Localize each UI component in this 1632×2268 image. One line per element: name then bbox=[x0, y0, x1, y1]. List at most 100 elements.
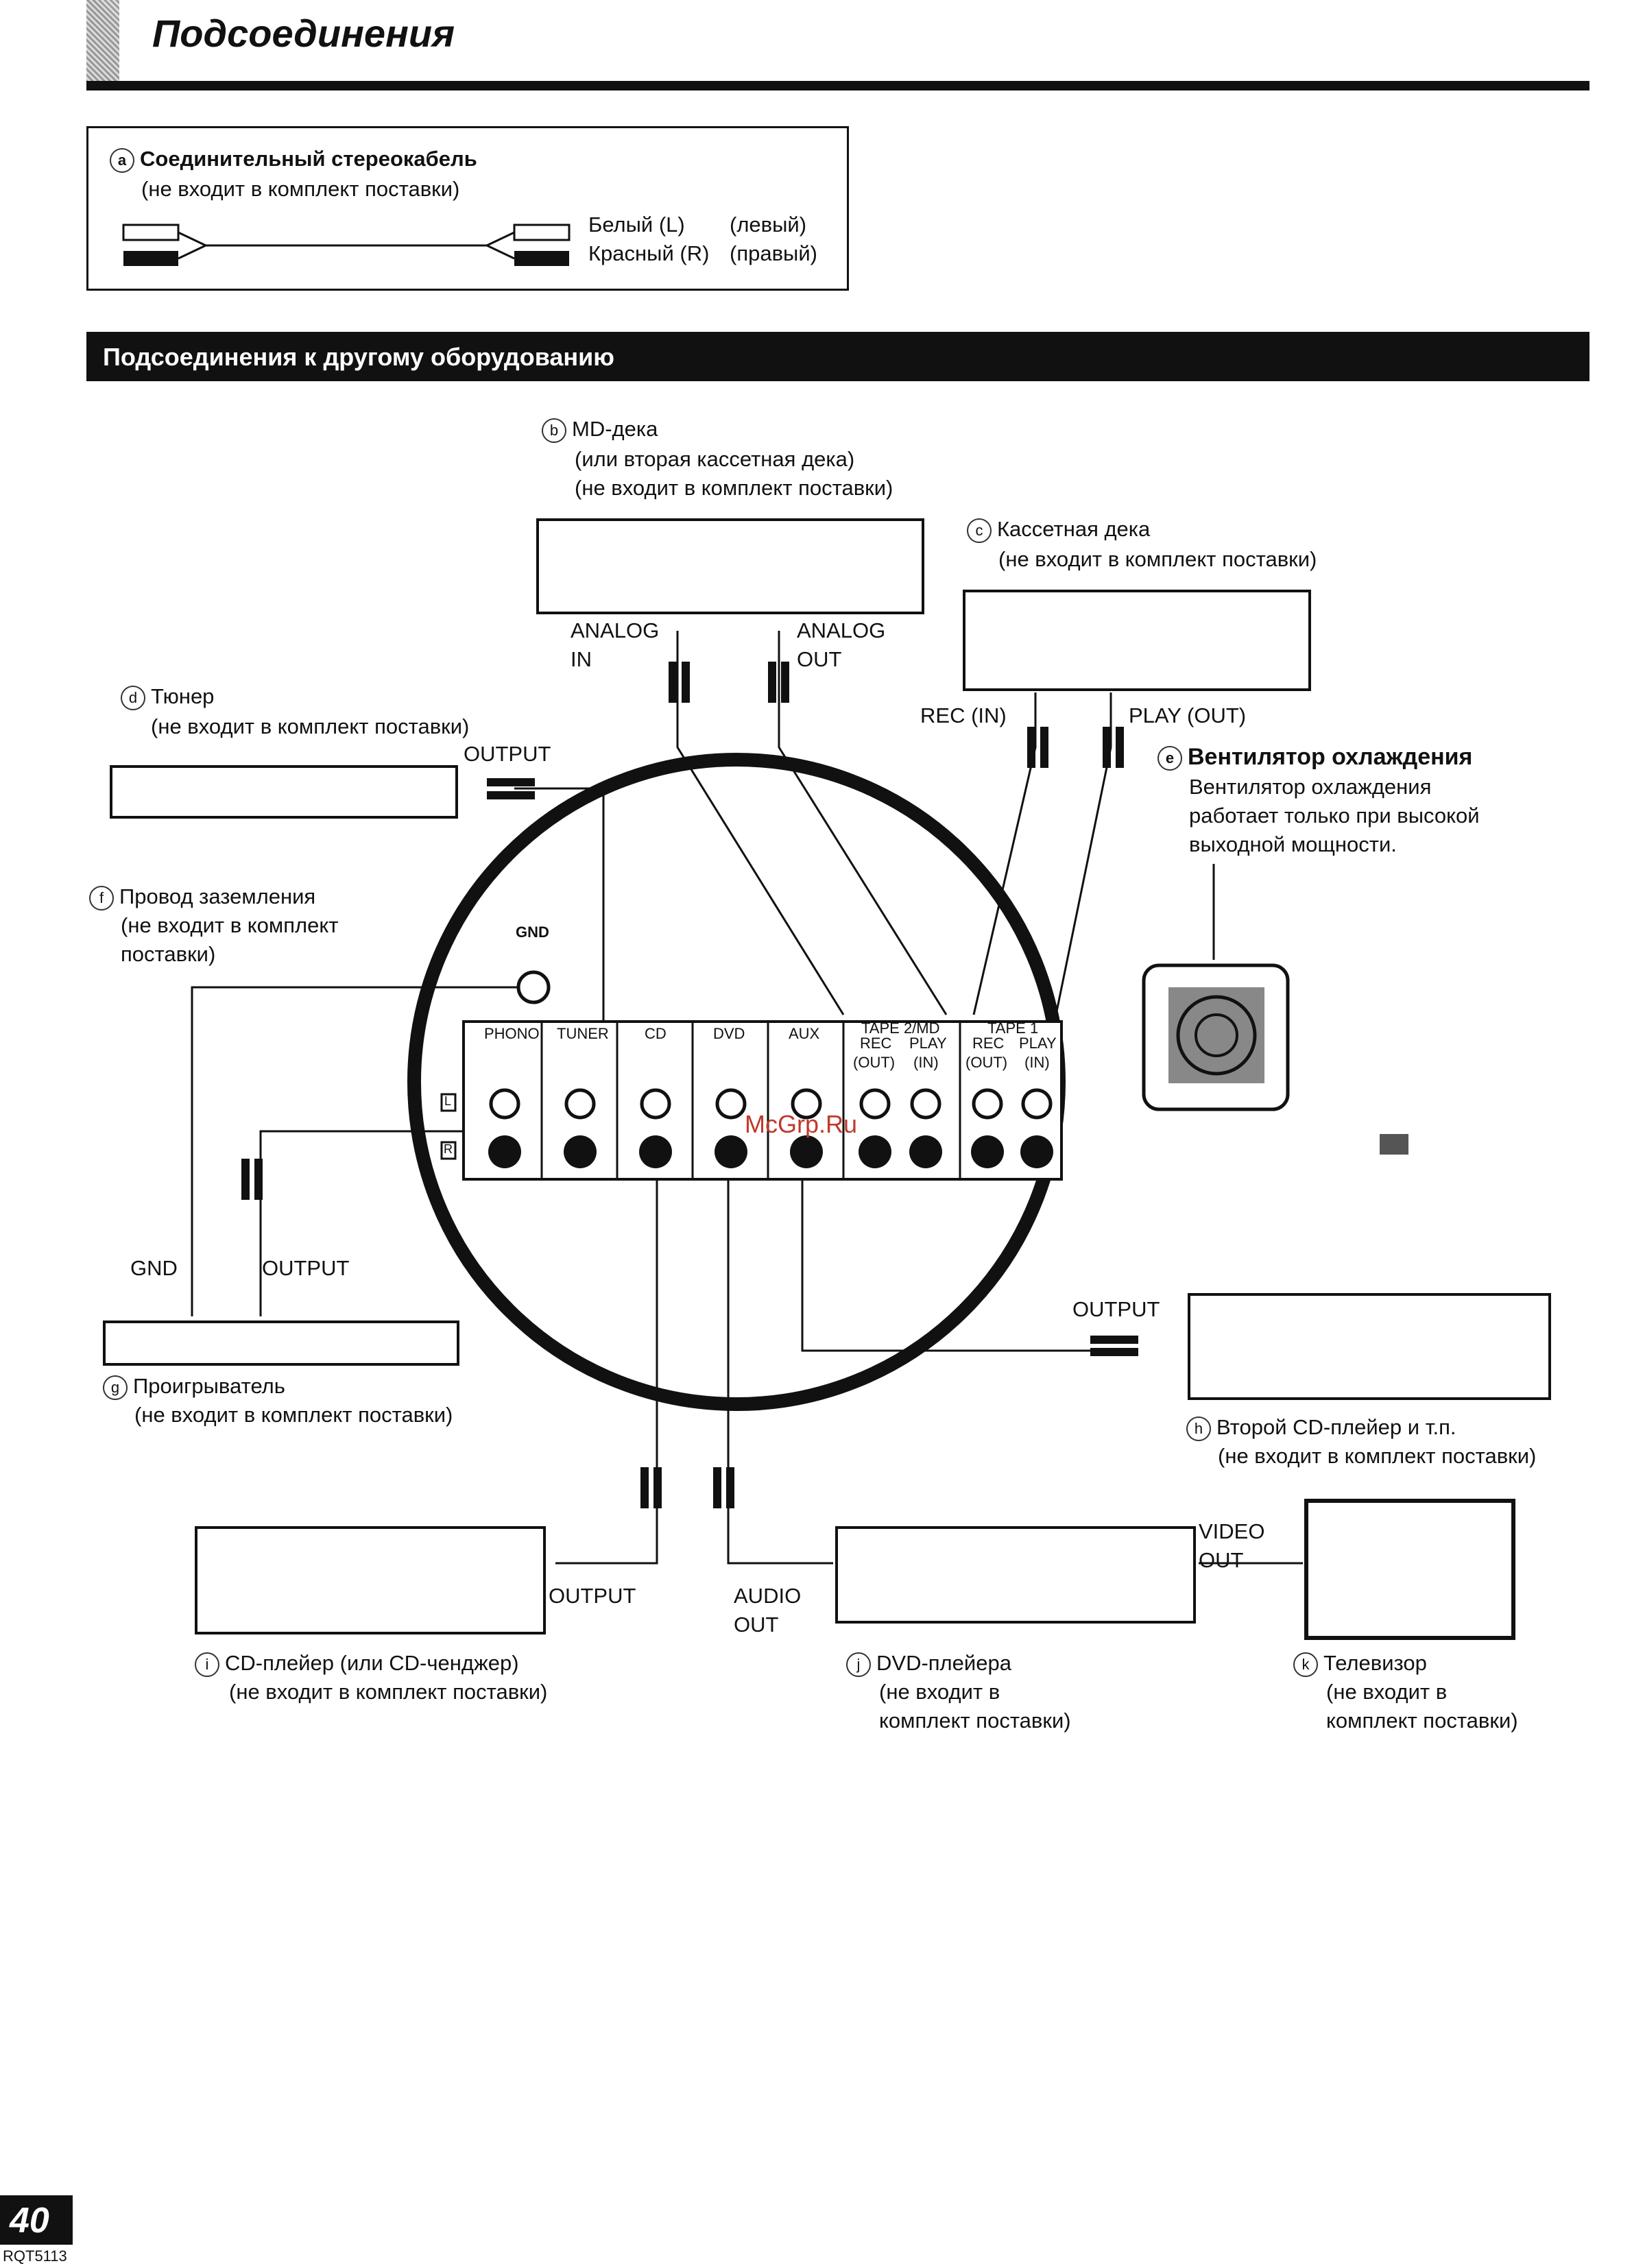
page-title: Подсоединения bbox=[152, 12, 455, 55]
dvd-device bbox=[835, 1526, 1196, 1624]
letter-badge: b bbox=[542, 418, 566, 443]
analog-in-1: ANALOG bbox=[571, 618, 660, 642]
panel-in-2: (IN) bbox=[913, 1054, 939, 1071]
section-bar bbox=[86, 332, 1589, 381]
fan-desc-2: работает только при высокой bbox=[1189, 804, 1480, 828]
letter-badge: j bbox=[846, 1652, 871, 1677]
letter-badge: f bbox=[89, 885, 114, 910]
ground-note-2: поставки) bbox=[121, 942, 216, 966]
tv-name: Телевизор bbox=[1323, 1651, 1427, 1675]
white-side: (левый) bbox=[730, 213, 807, 237]
play-out-label: PLAY (OUT) bbox=[1129, 703, 1247, 727]
cable-note: (не входит в комплект поставки) bbox=[141, 177, 460, 201]
panel-gnd: GND bbox=[516, 924, 549, 941]
md-deck-note: (не входит в комплект поставки) bbox=[575, 476, 893, 500]
dvd-note-2: комплект поставки) bbox=[879, 1709, 1071, 1733]
tuner-device bbox=[110, 765, 458, 819]
letter-badge: e bbox=[1157, 746, 1182, 771]
cassette-name: Кассетная дека bbox=[997, 517, 1151, 541]
letter-badge: g bbox=[103, 1375, 128, 1400]
letter-badge: a bbox=[110, 147, 134, 173]
letter-badge: h bbox=[1186, 1416, 1211, 1441]
rec-in-label: REC (IN) bbox=[920, 703, 1007, 727]
cd-output-label: OUTPUT bbox=[549, 1584, 636, 1608]
white-label: Белый (L) bbox=[588, 213, 685, 237]
ground-note-1: (не входит в комплект bbox=[121, 913, 339, 937]
ground-name: Провод заземления bbox=[119, 884, 316, 908]
dvd-note-1: (не входит в bbox=[879, 1680, 1000, 1704]
letter-badge: i bbox=[195, 1652, 219, 1677]
page-number-box bbox=[0, 2195, 73, 2245]
tuner-output-label: OUTPUT bbox=[464, 742, 551, 766]
tt-output-label: OUTPUT bbox=[262, 1256, 350, 1280]
watermark: McGrp.Ru bbox=[745, 1110, 858, 1138]
panel-play-1: PLAY bbox=[1019, 1035, 1057, 1052]
cd2-note: (не входит в комплект поставки) bbox=[1218, 1444, 1537, 1468]
panel-tape1: TAPE 1 bbox=[987, 1020, 1039, 1037]
analog-out-2: OUT bbox=[797, 647, 842, 671]
panel-rec-2: REC bbox=[860, 1035, 892, 1052]
turntable-note: (не входит в комплект поставки) bbox=[134, 1403, 453, 1427]
analog-in-2: IN bbox=[571, 647, 592, 671]
doc-code: RQT5113 bbox=[3, 2247, 67, 2265]
tv-note-1: (не входит в bbox=[1326, 1680, 1448, 1704]
tuner-name: Тюнер bbox=[151, 684, 215, 708]
tv-note-2: комплект поставки) bbox=[1326, 1709, 1518, 1733]
cable-box bbox=[86, 126, 849, 291]
audio-out-1: AUDIO bbox=[734, 1584, 802, 1608]
md-deck-alt: (или вторая кассетная дека) bbox=[575, 447, 855, 471]
cd2-name: Второй CD-плейер и т.п. bbox=[1216, 1415, 1456, 1439]
letter-badge: d bbox=[121, 685, 145, 710]
header-shade bbox=[86, 0, 119, 88]
header-rule bbox=[86, 81, 1589, 91]
turntable-device bbox=[103, 1320, 459, 1366]
cd-note: (не входит в комплект поставки) bbox=[229, 1680, 548, 1704]
section-title: Подсоединения к другому оборудованию bbox=[103, 343, 615, 371]
md-deck-device bbox=[536, 518, 924, 614]
audio-out-2: OUT bbox=[734, 1613, 779, 1637]
cable-title-text: Соединительный стереокабель bbox=[140, 147, 477, 171]
letter-badge: c bbox=[967, 518, 992, 543]
panel-phono: PHONO bbox=[484, 1025, 540, 1042]
fan-desc-3: выходной мощности. bbox=[1189, 832, 1397, 856]
red-label: Красный (R) bbox=[588, 241, 710, 265]
panel-dvd: DVD bbox=[713, 1025, 745, 1042]
md-deck-name: MD-дека bbox=[572, 417, 658, 441]
fan-desc-1: Вентилятор охлаждения bbox=[1189, 775, 1432, 799]
cassette-note: (не входит в комплект поставки) bbox=[998, 547, 1317, 571]
panel-play-2: PLAY bbox=[909, 1035, 947, 1052]
page-number: 40 bbox=[10, 2201, 49, 2241]
panel-tuner: TUNER bbox=[557, 1025, 609, 1042]
panel-out-2: (OUT) bbox=[853, 1054, 896, 1071]
tv-device bbox=[1304, 1499, 1515, 1640]
video-out-1: VIDEO bbox=[1199, 1519, 1265, 1543]
panel-cd: CD bbox=[645, 1025, 667, 1042]
cable-drawing bbox=[122, 224, 571, 266]
panel-out-1: (OUT) bbox=[965, 1054, 1008, 1071]
panel-aux: AUX bbox=[789, 1025, 820, 1042]
panel-rec-1: REC bbox=[972, 1035, 1005, 1052]
panel-in-1: (IN) bbox=[1024, 1054, 1050, 1071]
cd2-output-label: OUTPUT bbox=[1072, 1297, 1160, 1321]
video-out-2: OUT bbox=[1199, 1548, 1244, 1572]
cd-device bbox=[195, 1526, 546, 1634]
analog-out-1: ANALOG bbox=[797, 618, 886, 642]
red-side: (правый) bbox=[730, 241, 817, 265]
fan-name: Вентилятор охлаждения bbox=[1188, 744, 1473, 770]
cassette-device bbox=[963, 590, 1311, 691]
turntable-name: Проигрыватель bbox=[133, 1374, 285, 1398]
cd-name: CD-плейер (или CD-ченджер) bbox=[225, 1651, 519, 1675]
panel-right: R bbox=[444, 1142, 453, 1156]
panel-tape2: TAPE 2/MD bbox=[861, 1020, 940, 1037]
